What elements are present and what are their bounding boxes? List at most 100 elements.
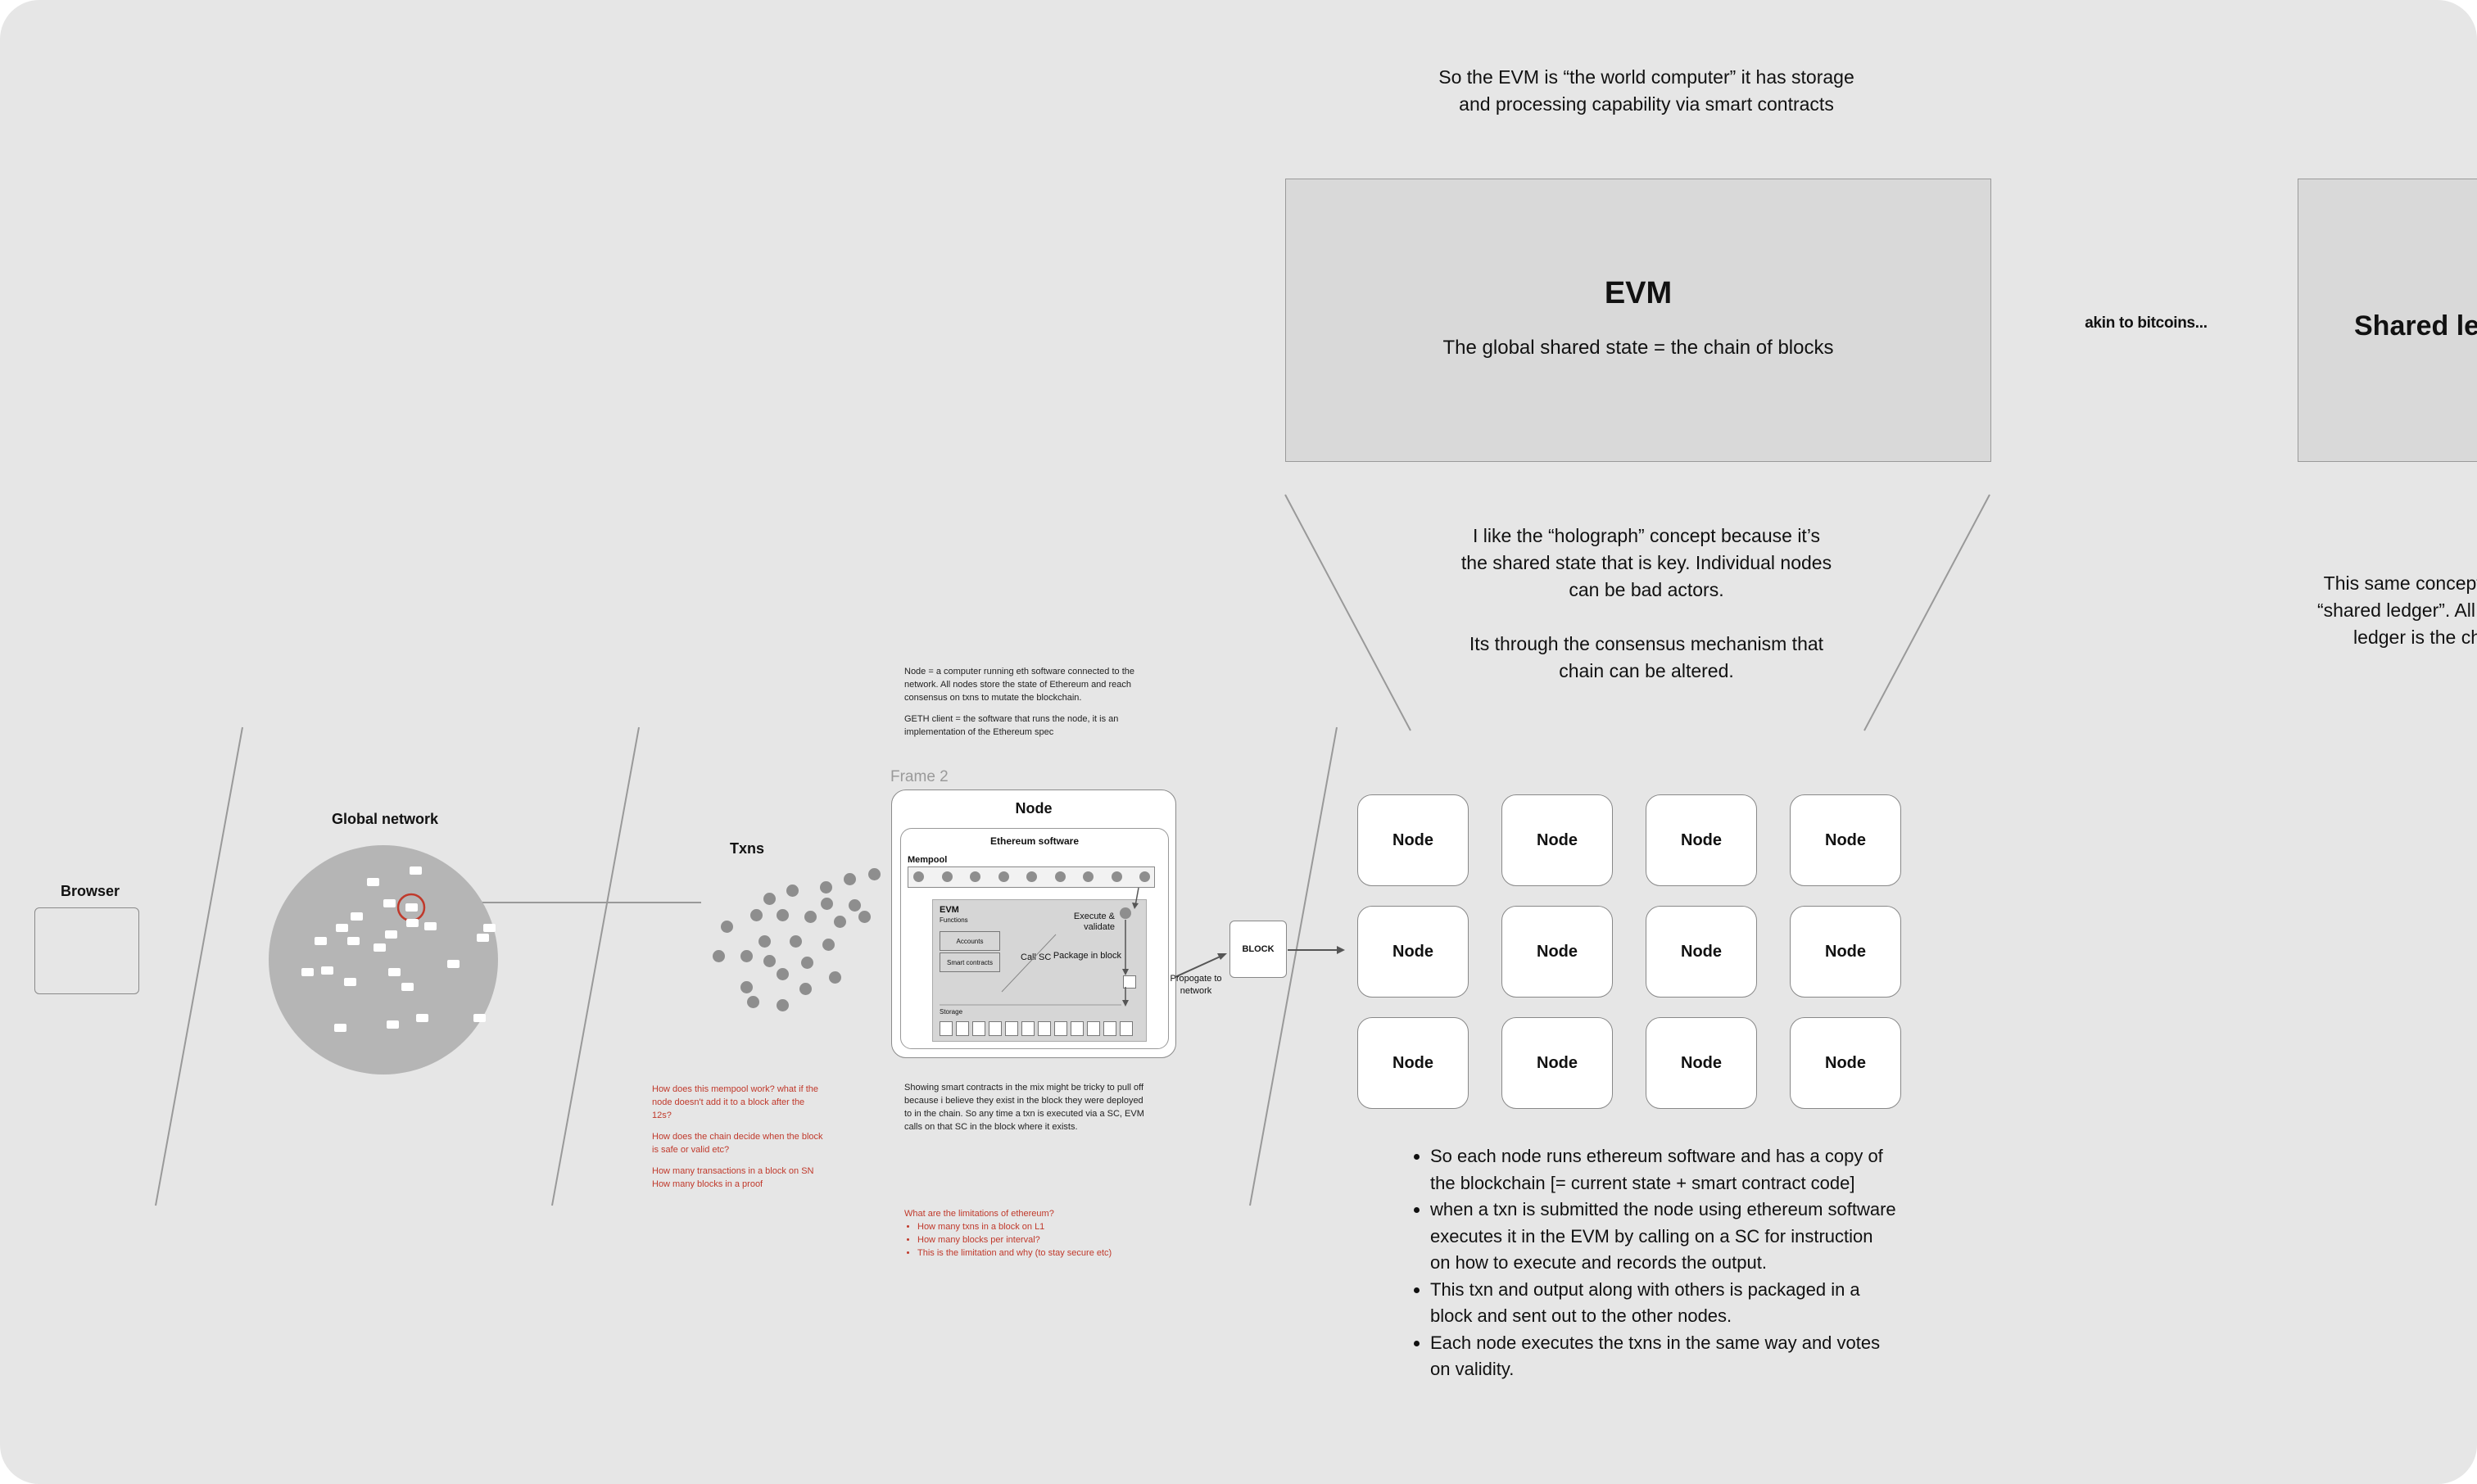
node-card[interactable]: Node: [1646, 1017, 1757, 1109]
limitations-list: How many txns in a block on L1 How many …: [904, 1220, 1150, 1260]
network-node-icon: [424, 922, 437, 930]
network-node-icon: [321, 966, 333, 975]
txn-dot: [713, 950, 725, 962]
evm-inner-panel: EVM Functions Accounts Smart contracts E…: [932, 899, 1147, 1042]
network-node-icon: [447, 960, 460, 968]
node-card[interactable]: Node: [1501, 794, 1613, 886]
storage-block: [1120, 1021, 1133, 1036]
evm-panel-subtitle: The global shared state = the chain of b…: [1442, 337, 1834, 359]
question-4: How many blocks in a proof: [652, 1179, 763, 1189]
divider-line-2: [551, 726, 640, 1206]
node-card[interactable]: Node: [1646, 906, 1757, 998]
txn-dot: [790, 935, 802, 948]
mempool-txn-dot: [1139, 871, 1150, 882]
browser-label: Browser: [60, 883, 120, 899]
node-card[interactable]: Node: [1646, 794, 1757, 886]
browser-frame[interactable]: [34, 907, 139, 994]
holograph-line-3: can be bad actors.: [1569, 579, 1724, 600]
evm-panel[interactable]: EVM The global shared state = the chain …: [1285, 179, 1991, 462]
node-card[interactable]: Node: [1501, 1017, 1613, 1109]
limitations-note: What are the limitations of ethereum? Ho…: [904, 1207, 1150, 1260]
mempool-label: Mempool: [908, 855, 948, 865]
shared-ledger-title: Shared le: [2354, 310, 2477, 342]
block-box[interactable]: BLOCK: [1229, 921, 1287, 978]
storage-block: [1103, 1021, 1116, 1036]
storage-chain: [940, 1021, 1138, 1036]
limitations-heading: What are the limitations of ethereum?: [904, 1209, 1054, 1219]
txn-dot: [777, 968, 789, 980]
holograph-line-5: chain can be altered.: [1559, 660, 1734, 681]
txn-dot: [721, 921, 733, 933]
txn-dot: [801, 957, 813, 969]
holograph-note: I like the “holograph” concept because i…: [1442, 523, 1851, 685]
node-card[interactable]: Node: [1357, 794, 1469, 886]
execute-validate-label: Execute & validate: [1073, 912, 1115, 932]
node-detail-frame[interactable]: Node Ethereum software Mempool EVM Funct…: [891, 790, 1176, 1058]
package-in-block-label: Package in block: [1053, 951, 1121, 961]
bullet-item: Each node executes the txns in the same …: [1430, 1330, 1897, 1383]
storage-block: [1038, 1021, 1051, 1036]
smart-contract-note-text: Showing smart contracts in the mix might…: [904, 1083, 1144, 1132]
node-card[interactable]: Node: [1357, 1017, 1469, 1109]
evm-panel-title: EVM: [1604, 276, 1673, 310]
txn-dot: [822, 939, 835, 951]
call-sc-label: Call SC: [1021, 952, 1052, 962]
storage-block: [956, 1021, 969, 1036]
node-card[interactable]: Node: [1501, 906, 1613, 998]
mempool-txn-dot: [913, 871, 924, 882]
txn-dot: [858, 911, 871, 923]
txn-dot: [777, 999, 789, 1011]
node-definition-note: Node = a computer running eth software c…: [904, 665, 1150, 739]
txns-label: Txns: [729, 840, 764, 857]
node-card[interactable]: Node: [1357, 906, 1469, 998]
bullet-item: This txn and output along with others is…: [1430, 1277, 1897, 1330]
node-card[interactable]: Node: [1790, 794, 1901, 886]
mempool-txn-dot: [1083, 871, 1094, 882]
global-network-globe[interactable]: [269, 845, 498, 1075]
txn-dot: [799, 983, 812, 995]
shared-ledger-panel[interactable]: Shared le: [2298, 179, 2477, 462]
smart-contracts-box: Smart contracts: [940, 952, 1000, 972]
same-concept-line-2: “shared ledger”. All nodes: [2316, 599, 2477, 621]
storage-block: [940, 1021, 953, 1036]
storage-block: [1005, 1021, 1018, 1036]
txn-dot: [777, 909, 789, 921]
network-node-icon: [385, 930, 397, 939]
txn-dot: [849, 899, 861, 912]
txn-dot: [829, 971, 841, 984]
storage-block: [1054, 1021, 1067, 1036]
holograph-line-2: the shared state that is key. Individual…: [1460, 552, 1832, 573]
node-card[interactable]: Node: [1790, 1017, 1901, 1109]
limitations-item: This is the limitation and why (to stay …: [917, 1246, 1150, 1260]
holograph-line-1: I like the “holograph” concept because i…: [1472, 525, 1821, 546]
same-concept-line-3: ledger is the chai: [2353, 627, 2477, 648]
ethereum-software-title: Ethereum software: [989, 835, 1080, 847]
question-2: How does the chain decide when the block…: [652, 1132, 823, 1155]
top-note-line-2: and processing capability via smart cont…: [1459, 93, 1834, 115]
functions-label: Functions: [940, 916, 968, 924]
txn-dot: [821, 898, 833, 910]
frame-label: Frame 2: [890, 768, 949, 785]
network-node-icon: [367, 878, 379, 886]
txn-dot: [740, 981, 753, 993]
txn-dot: [820, 881, 832, 894]
limitations-item: How many txns in a block on L1: [917, 1220, 1150, 1233]
storage-label: Storage: [940, 1008, 963, 1016]
node-explanation-list: So each node runs ethereum software and …: [1411, 1143, 1897, 1383]
storage-block: [989, 1021, 1002, 1036]
divider-line-1: [155, 726, 243, 1206]
txn-dot: [786, 885, 799, 897]
node-card[interactable]: Node: [1790, 906, 1901, 998]
mempool-txn-dot: [1026, 871, 1037, 882]
network-node-icon: [347, 937, 360, 945]
network-node-icon: [483, 924, 496, 932]
node-definition-p1: Node = a computer running eth software c…: [904, 667, 1134, 703]
txn-dot: [868, 868, 881, 880]
network-node-icon: [387, 1020, 399, 1029]
funnel-line-left: [1284, 494, 1411, 731]
network-node-icon: [351, 912, 363, 921]
storage-block: [1071, 1021, 1084, 1036]
execute-circle-icon: [1120, 907, 1131, 919]
